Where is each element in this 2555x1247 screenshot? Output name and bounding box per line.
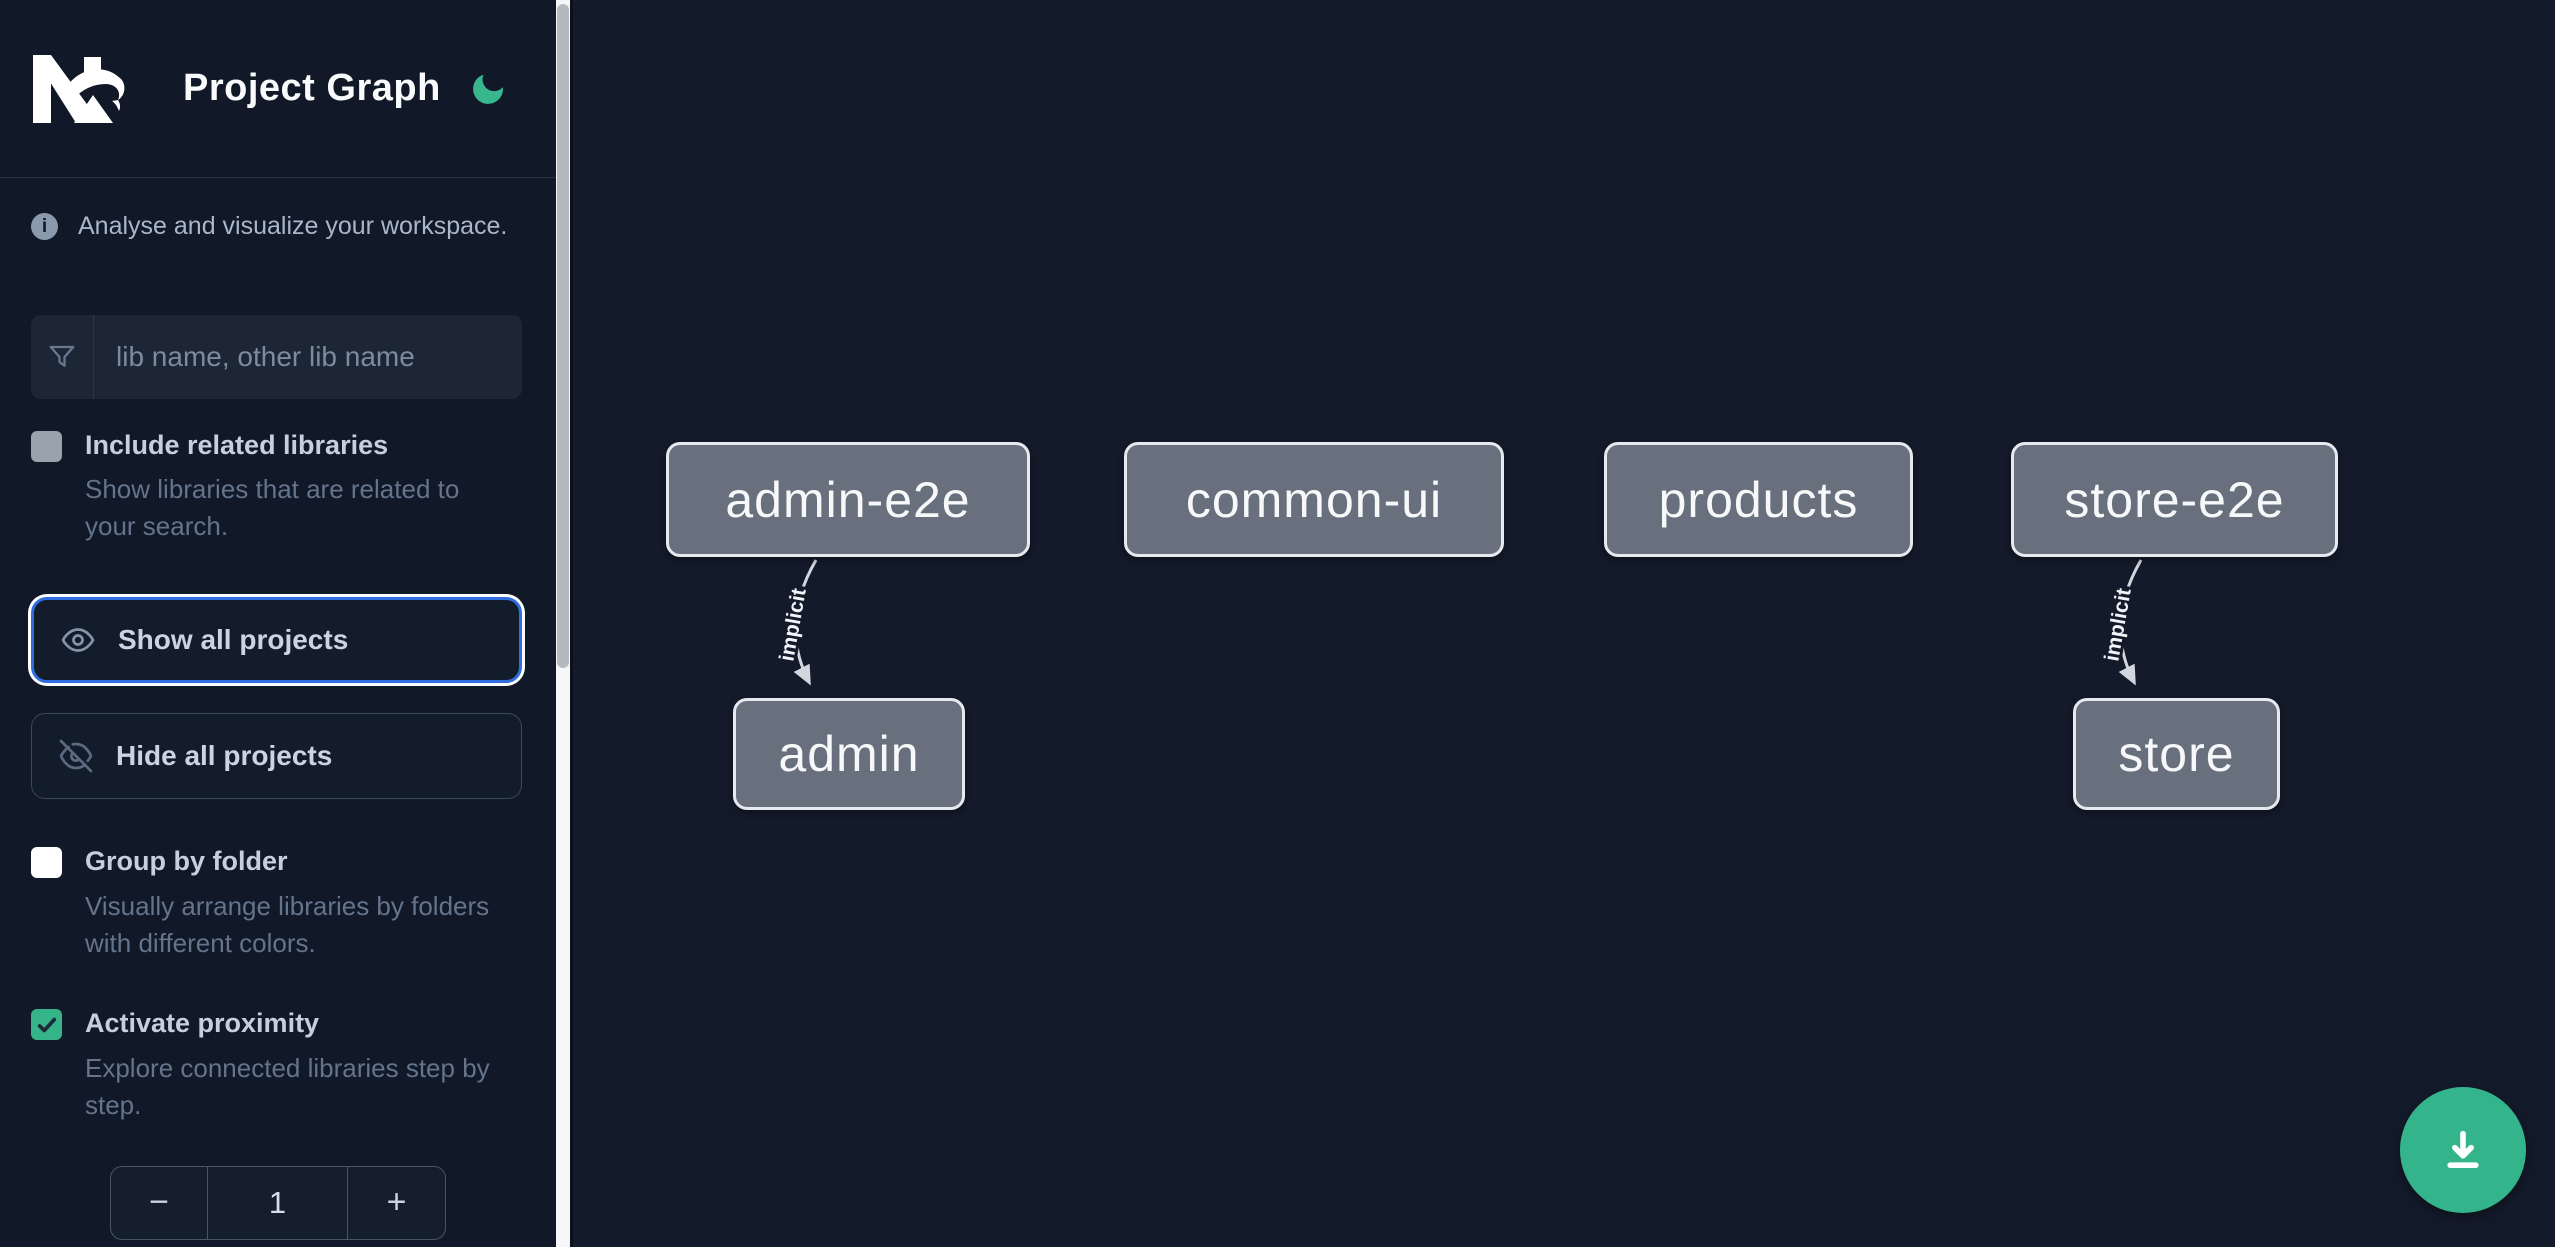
graph-node-products[interactable]: products [1604,442,1913,557]
page-title: Project Graph [183,67,441,109]
activate-proximity-description: Explore connected libraries step by step… [85,1052,490,1120]
graph-node-label: admin-e2e [725,471,971,528]
graph-node-admin-e2e[interactable]: admin-e2e [666,442,1030,557]
group-by-folder-texts: Group by folder Visually arrange librari… [85,845,517,961]
edge-admin-e2e-to-admin[interactable] [793,559,818,686]
proximity-depth-value: 1 [268,1184,287,1220]
theme-toggle-button[interactable] [468,68,508,110]
hide-all-projects-label: Hide all projects [116,740,333,772]
activate-proximity-label[interactable]: Activate proximity [85,1008,320,1039]
graph-node-label: products [1658,471,1859,528]
info-icon: i [31,213,58,240]
moon-icon [473,74,503,104]
include-related-description: Show libraries that are related to your … [85,474,460,542]
sidebar-scrollbar-track[interactable] [556,0,570,1247]
activate-proximity-texts: Activate proximity Explore connected lib… [85,1007,517,1123]
lib-filter-input[interactable] [94,315,522,399]
download-icon [2447,1130,2479,1168]
workspace-info-text: Analyse and visualize your workspace. [78,212,508,240]
check-icon [37,1017,56,1033]
graph-node-label: store-e2e [2064,471,2285,528]
workspace-info-row: i Analyse and visualize your workspace. [31,212,525,241]
decrement-button[interactable]: − [111,1166,208,1239]
filter-search-box [31,315,522,399]
include-related-texts: Include related libraries Show libraries… [85,429,517,545]
eye-icon [61,628,95,653]
group-by-folder-description: Visually arrange libraries by folders wi… [85,890,490,958]
graph-node-store[interactable]: store [2073,698,2280,810]
proximity-depth-stepper: − 1 + [110,1165,446,1240]
sidebar-body: i Analyse and visualize your workspace. … [0,178,556,1247]
include-related-row: Include related libraries Show libraries… [31,429,525,545]
edge-label: implicit [775,587,810,663]
group-by-folder-label[interactable]: Group by folder [85,846,288,877]
sidebar-scrollbar-thumb[interactable] [557,4,569,668]
include-related-checkbox[interactable] [31,431,62,462]
show-all-projects-button[interactable]: Show all projects [31,597,522,684]
graph-edges: implicit implicit [772,559,2143,686]
activate-proximity-checkbox[interactable] [31,1009,62,1041]
activate-proximity-row: Activate proximity Explore connected lib… [31,1007,525,1123]
edge-label: implicit [2100,587,2135,663]
download-graph-button[interactable] [2400,1087,2526,1213]
graph-node-label: common-ui [1185,471,1443,528]
eye-off-icon [59,739,93,773]
graph-node-label: admin [778,726,920,782]
graph-node-admin[interactable]: admin [733,698,965,810]
funnel-filter-icon [49,345,75,367]
project-graph-canvas[interactable]: implicit implicit admin-e2e common-ui produ… [570,0,2555,1247]
sidebar-header: Project Graph [0,0,556,178]
group-by-folder-checkbox[interactable] [31,847,62,879]
filter-icon-segment [31,315,94,399]
sidebar: Project Graph i Analyse and visualize yo… [0,0,556,1247]
nx-logo [33,54,125,123]
increment-button[interactable]: + [347,1166,445,1239]
graph-node-store-e2e[interactable]: store-e2e [2011,442,2338,557]
show-all-projects-label: Show all projects [118,624,349,656]
graph-node-common-ui[interactable]: common-ui [1124,442,1504,557]
hide-all-projects-button[interactable]: Hide all projects [31,713,522,800]
group-by-folder-row: Group by folder Visually arrange librari… [31,845,525,961]
edge-store-e2e-to-store[interactable] [2118,559,2143,686]
graph-node-label: store [2118,726,2235,782]
include-related-label[interactable]: Include related libraries [85,430,389,460]
